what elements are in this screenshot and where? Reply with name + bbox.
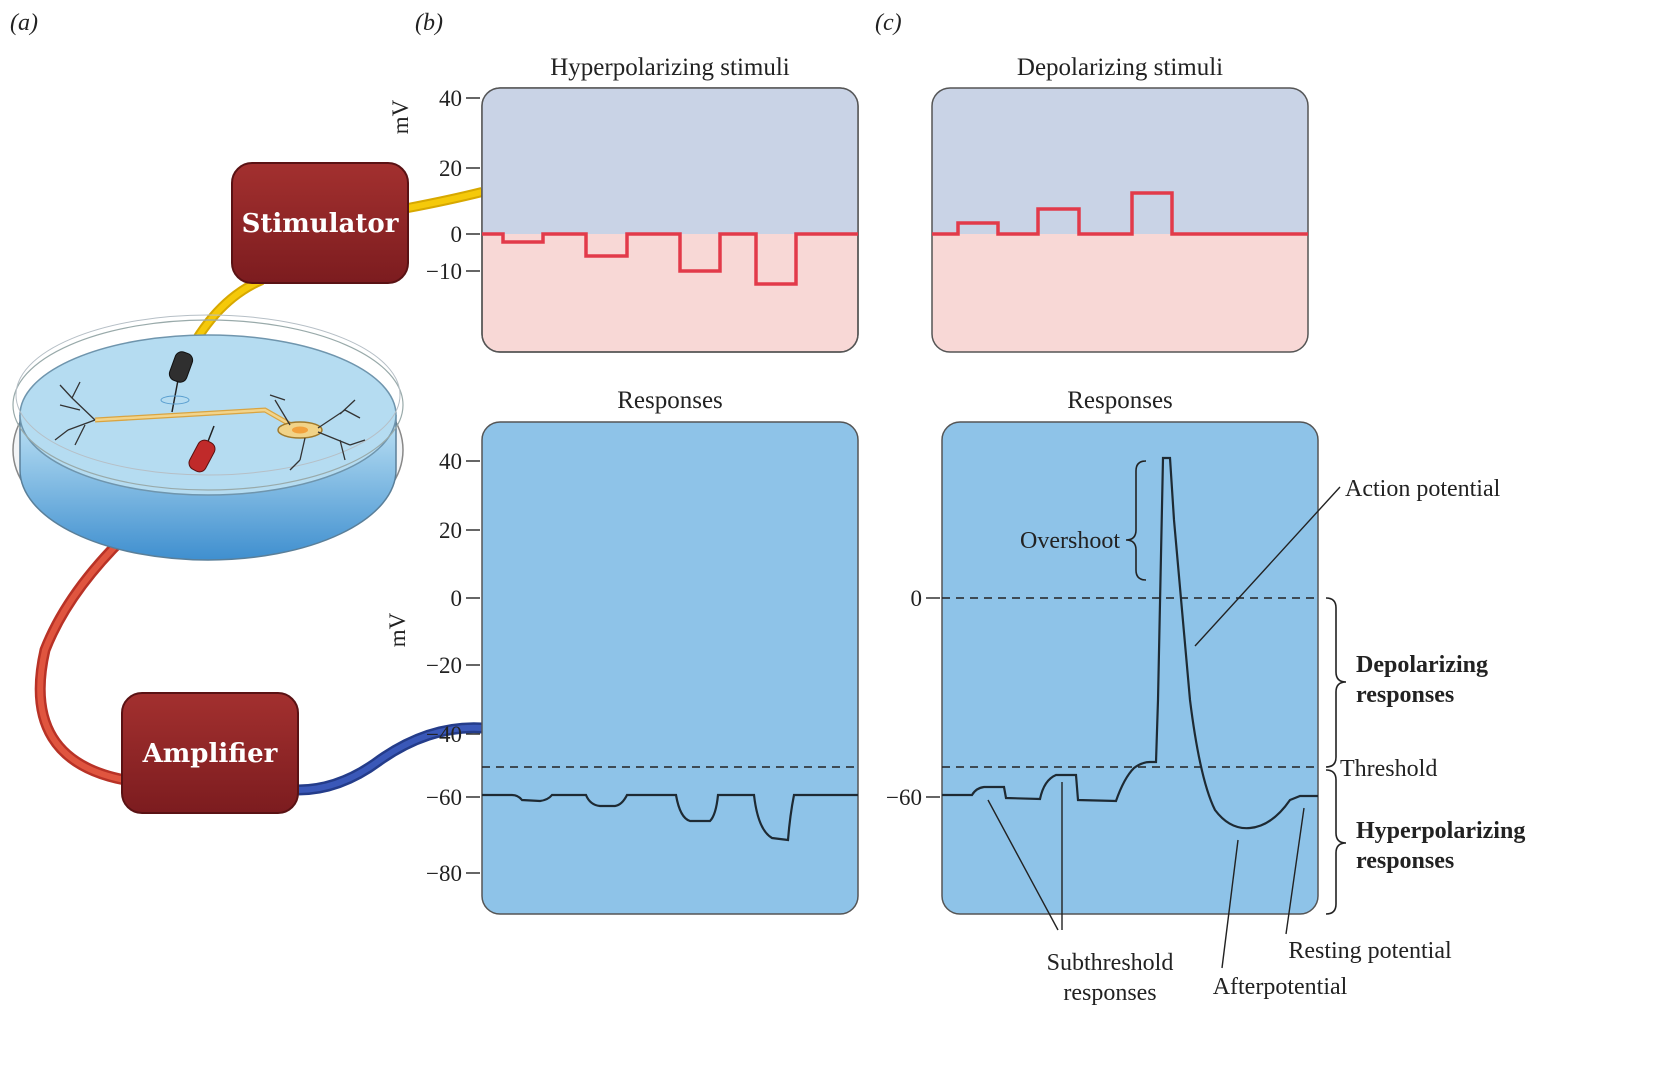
hyperpolarizing-stimulus-trace	[482, 232, 858, 286]
response-tick-0: 0	[451, 586, 463, 611]
hyperpolarizing-responses-brace	[1325, 769, 1347, 915]
hyperpolarizing-stimuli-plot	[481, 87, 859, 353]
depolarizing-responses-brace	[1325, 597, 1347, 768]
hyperpolarizing-responses-label-1: Hyperpolarizing	[1356, 818, 1525, 844]
hyperpolarizing-stimuli-title: Hyperpolarizing stimuli	[550, 54, 790, 81]
stimulus-y-axis: mV 40 20 0 −10	[388, 86, 480, 284]
subthreshold-pointer-1	[987, 799, 1059, 931]
response-tick-minus80: −80	[426, 861, 462, 886]
hyperpolarizing-response-trace	[482, 793, 858, 842]
stimulus-tick-0: 0	[451, 222, 463, 247]
stimulus-axis-unit: mV	[388, 99, 413, 134]
response-tick-40: 40	[439, 449, 462, 474]
response-tick-20: 20	[439, 518, 462, 543]
subthreshold-label-1: Subthreshold	[1047, 950, 1174, 976]
response-tick-minus60: −60	[426, 785, 462, 810]
amplifier-label: Amplifier	[142, 739, 278, 769]
depolarizing-responses-label-1: Depolarizing	[1356, 652, 1488, 678]
panel-b-label: (b)	[415, 10, 443, 36]
depolarizing-responses-plot	[941, 421, 1319, 915]
overshoot-label: Overshoot	[1020, 528, 1120, 554]
stimulator-input-wire-core	[407, 189, 483, 211]
depolarizing-stimuli-title: Depolarizing stimuli	[1017, 54, 1223, 81]
subthreshold-label-2: responses	[1063, 980, 1156, 1006]
response-c-tick-0: 0	[911, 586, 923, 611]
action-potential-label: Action potential	[1345, 476, 1501, 502]
overshoot-brace	[1125, 460, 1147, 581]
responses-title-b: Responses	[617, 387, 723, 414]
action-potential-trace	[942, 456, 1318, 830]
amplifier-output-wire-core	[297, 724, 483, 793]
response-y-axis: mV 40 20 0 −20 −40 −60 −80	[385, 449, 480, 886]
hyperpolarizing-responses-plot	[481, 421, 859, 915]
response-tick-minus40: −40	[426, 722, 462, 747]
stimulus-tick-40: 40	[439, 86, 462, 111]
depolarizing-stimuli-plot	[931, 87, 1309, 353]
afterpotential-label: Afterpotential	[1213, 974, 1348, 1000]
stimulator-box: Stimulator	[231, 162, 409, 284]
petri-dish	[12, 314, 404, 561]
apparatus: Stimulator Amplifier	[12, 162, 484, 814]
stimulus-tick-minus10: −10	[426, 259, 462, 284]
threshold-label: Threshold	[1340, 756, 1437, 782]
annotations: Overshoot Action potential Depolarizing …	[987, 460, 1525, 1006]
depolarizing-stimulus-trace	[932, 191, 1308, 236]
amplifier-box: Amplifier	[121, 692, 299, 814]
recording-electrode	[188, 425, 216, 473]
response-tick-minus20: −20	[426, 653, 462, 678]
neuron	[54, 381, 366, 471]
response-axis-unit: mV	[385, 612, 410, 647]
afterpotential-pointer	[1221, 839, 1239, 969]
action-potential-pointer	[1194, 486, 1341, 647]
panel-c-label: (c)	[875, 10, 902, 36]
response-c-tick-minus60: −60	[886, 785, 922, 810]
stimulus-tick-20: 20	[439, 156, 462, 181]
responses-title-c: Responses	[1067, 387, 1173, 414]
resting-potential-label: Resting potential	[1288, 938, 1452, 964]
resting-potential-pointer	[1285, 807, 1305, 935]
panel-a-label: (a)	[10, 10, 38, 36]
stimulating-electrode	[160, 351, 194, 413]
depolarizing-responses-label-2: responses	[1356, 682, 1454, 708]
hyperpolarizing-responses-label-2: responses	[1356, 848, 1454, 874]
stimulator-label: Stimulator	[242, 209, 399, 239]
